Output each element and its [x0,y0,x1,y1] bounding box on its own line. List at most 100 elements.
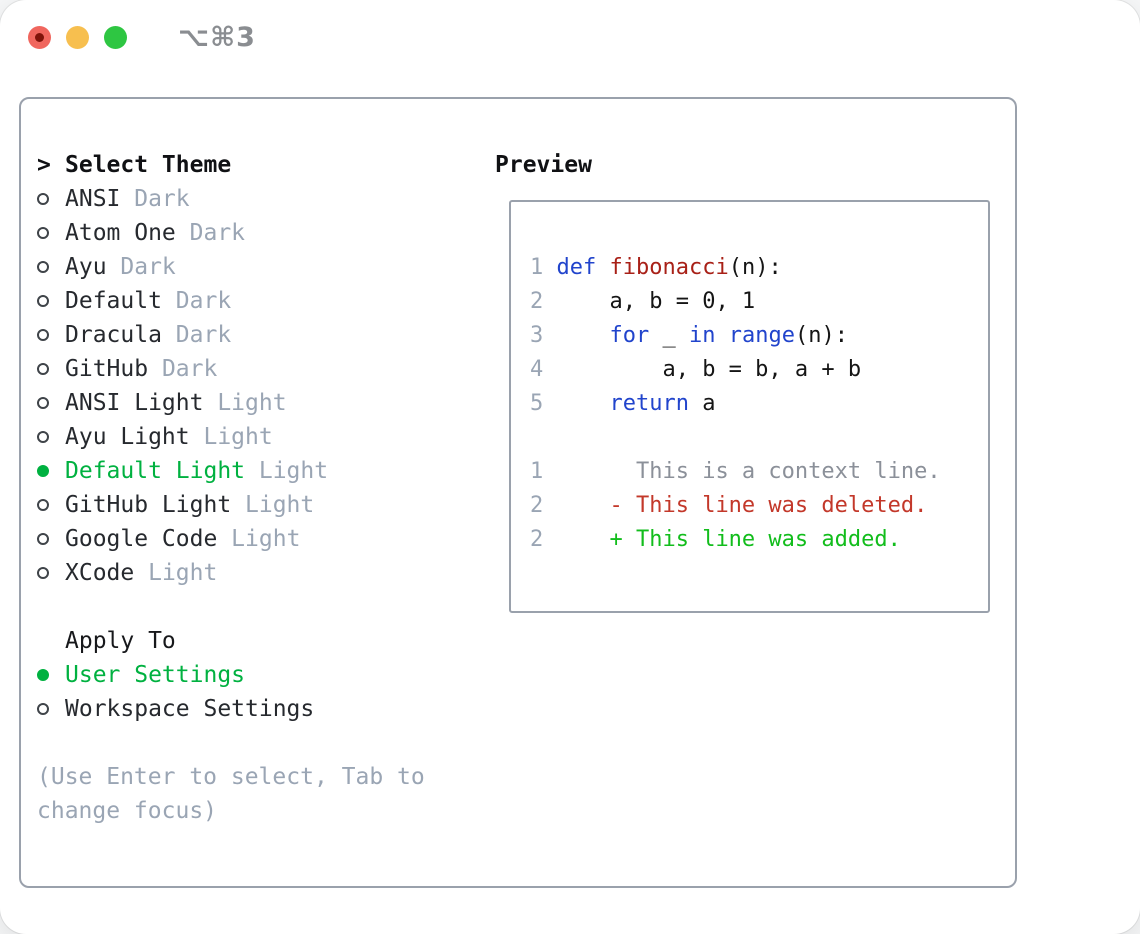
code-segment: return [609,391,689,416]
theme-name: Google Code [65,526,218,552]
radio-selected-icon [37,669,49,681]
radio-cell [37,193,65,205]
apply-to-title: Apply To [65,628,176,654]
line-number: 3 [530,323,544,348]
theme-variant: Light [231,492,315,518]
theme-variant: Dark [161,322,232,348]
window-title: ⌥⌘3 [178,21,256,53]
theme-option-google-code[interactable]: Google Code Light [37,522,467,556]
theme-option-ansi-light[interactable]: ANSI Light Light [37,386,467,420]
theme-variant: Light [189,424,273,450]
radio-cell [37,397,65,409]
theme-option-dracula[interactable]: Dracula Dark [37,318,467,352]
theme-variant: Dark [120,186,190,212]
radio-cell [37,703,65,715]
theme-picker-title: Select Theme [65,152,232,178]
line-number: 1 [530,459,544,484]
line-number: 2 [530,527,544,552]
code-segment: a [688,391,716,416]
theme-option-ayu-light[interactable]: Ayu Light Light [37,420,467,454]
theme-option-default[interactable]: Default Dark [37,284,467,318]
theme-option-github-light[interactable]: GitHub Light Light [37,488,467,522]
theme-name: Dracula [65,322,162,348]
spacer [37,590,467,624]
code-segment: This is a context line. [556,459,941,484]
radio-cell [37,295,65,307]
code-line: 2 + This line was added. [530,523,988,557]
code-line: 1 This is a context line. [530,455,988,489]
radio-icon [37,703,49,715]
theme-name: ANSI [65,186,121,212]
spacer [37,726,467,760]
radio-cell [37,567,65,579]
theme-option-ansi[interactable]: ANSI Dark [37,182,467,216]
theme-name: GitHub [65,356,149,382]
theme-option-atom-one[interactable]: Atom One Dark [37,216,467,250]
code-segment: for [609,323,650,348]
maximize-button[interactable] [104,25,127,49]
theme-variant: Dark [106,254,176,280]
theme-variant: Light [217,526,301,552]
theme-variant: Dark [175,220,246,246]
radio-icon [37,533,49,545]
radio-icon [37,193,49,205]
titlebar: ⌥⌘3 [0,0,1140,74]
code-segment: a, b = b, a + b [556,357,862,382]
theme-option-ayu[interactable]: Ayu Dark [37,250,467,284]
radio-cell [37,669,65,681]
code-segment: in [688,323,716,348]
theme-variant: Dark [161,288,232,314]
radio-cell [37,227,65,239]
hint-text: (Use Enter to select, Tab to change focu… [37,764,425,824]
radio-icon [37,397,49,409]
radio-selected-icon [37,465,49,477]
apply-to-header: Apply To [37,624,467,658]
radio-icon [37,431,49,443]
code-segment: fibonacci [609,255,729,280]
apply-option-user-settings[interactable]: User Settings [37,658,467,692]
code-line: 3 for _ in range(n): [530,319,988,353]
code-segment: - This line was deleted. [556,493,928,518]
code-segment: _ [649,323,689,348]
code-segment: def [556,255,597,280]
theme-option-github[interactable]: GitHub Dark [37,352,467,386]
theme-option-default-light[interactable]: Default Light Light [37,454,467,488]
theme-option-xcode[interactable]: XCode Light [37,556,467,590]
code-line: 4 a, b = b, a + b [530,353,988,387]
preview-title: Preview [495,152,592,178]
theme-name: GitHub Light [65,492,232,518]
code-segment: a, b = 0, 1 [556,289,756,314]
theme-variant: Light [245,458,329,484]
code-line: 2 - This line was deleted. [530,489,988,523]
close-button[interactable] [28,25,51,49]
code-segment: (n): [794,323,848,348]
radio-cell [37,499,65,511]
radio-cell [37,465,65,477]
radio-cell [37,533,65,545]
radio-cell [37,431,65,443]
apply-option-workspace-settings[interactable]: Workspace Settings [37,692,467,726]
theme-name: XCode [65,560,135,586]
theme-picker-header: > Select Theme [37,148,467,182]
radio-cell [37,363,65,375]
line-number: 2 [530,289,544,314]
code-segment: range [728,323,795,348]
code-segment [557,323,610,348]
unsaved-changes-indicator-icon [35,32,44,42]
line-number: 2 [530,493,544,518]
code-segment: (n): [728,255,782,280]
code-line: 5 return a [530,387,988,421]
radio-icon [37,499,49,511]
radio-icon [37,261,49,273]
theme-name: Default Light [65,458,246,484]
minimize-button[interactable] [66,25,89,49]
radio-icon [37,329,49,341]
line-number: 5 [530,391,544,416]
radio-icon [37,227,49,239]
apply-option-label: User Settings [65,662,246,688]
